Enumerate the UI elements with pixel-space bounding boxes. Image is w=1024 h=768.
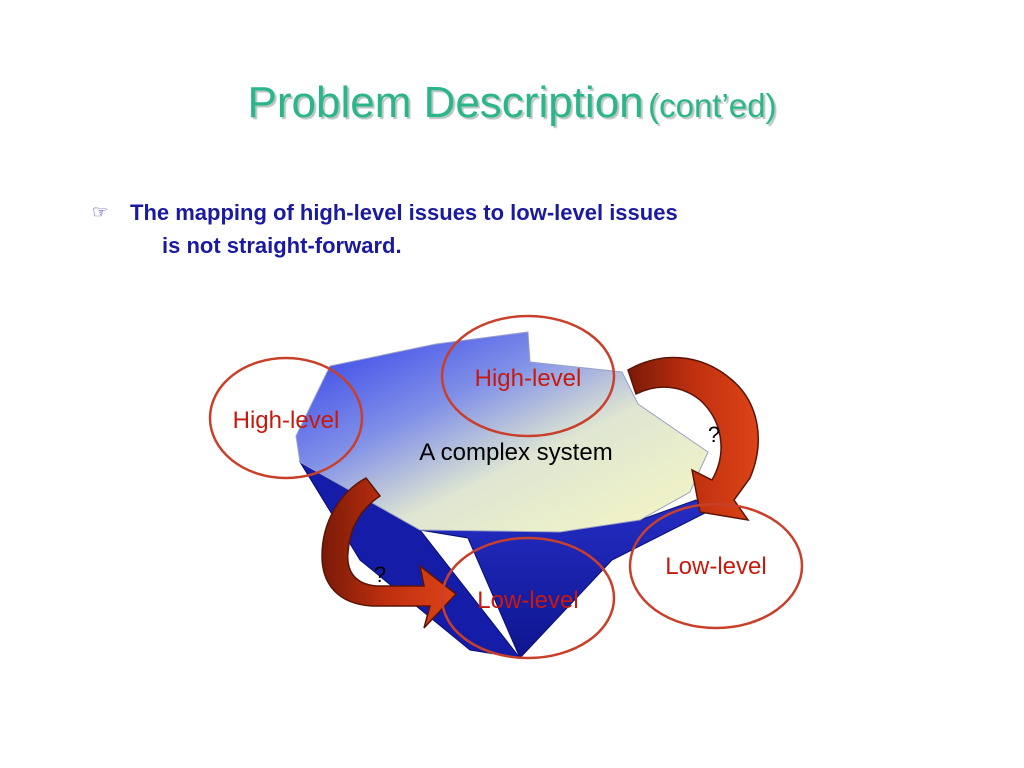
curved-arrow-right xyxy=(627,356,759,522)
question-mark-right: ? xyxy=(708,422,720,447)
prism-top-face xyxy=(295,331,709,533)
pointing-hand-icon: ☞ xyxy=(92,202,109,222)
low-level-right-label: Low-level xyxy=(665,553,766,580)
bullet-text-line-2: is not straight-forward. xyxy=(162,233,402,258)
curved-arrow-left xyxy=(321,477,458,629)
low-level-bottom-ellipse xyxy=(440,536,616,660)
slide-title: Problem Description (cont’ed) xyxy=(0,78,1024,128)
system-label: A complex system xyxy=(419,439,612,466)
title-subtitle: (cont’ed) xyxy=(648,87,777,124)
question-mark-left: ? xyxy=(374,562,386,587)
bullet-text-line-1: The mapping of high-level issues to low-… xyxy=(130,200,678,225)
title-main: Problem Description xyxy=(247,78,644,127)
high-level-top-ellipse xyxy=(440,314,616,438)
high-level-left-ellipse xyxy=(208,356,364,480)
low-level-right-ellipse xyxy=(628,502,804,630)
high-level-left-label: High-level xyxy=(233,407,340,434)
low-level-bottom-label: Low-level xyxy=(477,587,578,614)
high-level-top-label: High-level xyxy=(475,365,582,392)
